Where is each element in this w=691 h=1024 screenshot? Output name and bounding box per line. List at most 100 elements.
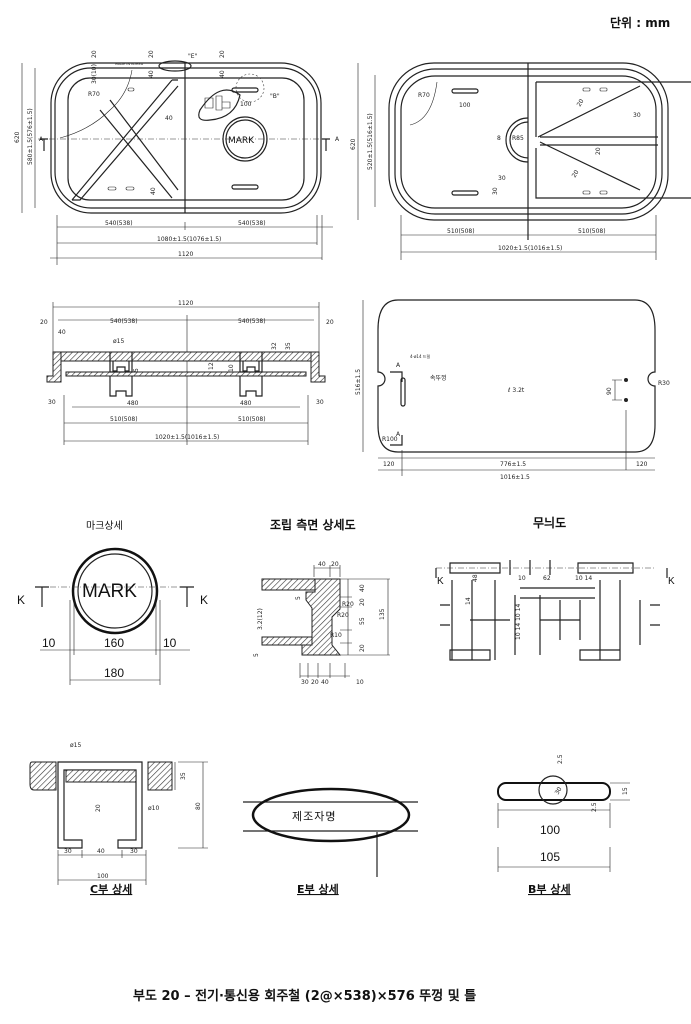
dimension-label: 1020±1.5(1016±1.5): [498, 245, 562, 252]
dimension-label: A: [335, 136, 340, 143]
dimension-label: 20: [91, 50, 98, 58]
dimension-label: 48: [472, 574, 479, 582]
inner-plate-view: A A 4-ø14 드릴 속뚜껑 ℓ 3.2t 90 R30 R100 516±…: [355, 299, 670, 481]
dimension-label: K: [437, 576, 444, 587]
dimension-label: 12: [208, 362, 215, 370]
dimension-label: R100: [382, 436, 398, 443]
dimension-label: 30: [316, 399, 324, 406]
dimension-label: 10: [163, 636, 177, 650]
dimension-label: 516±1.5: [355, 369, 362, 395]
b-part-detail: 2.5 2.5 15 30 100 105 B부 상세: [497, 754, 630, 896]
dimension-label: 520±1.5(516±1.5): [367, 113, 374, 170]
dimension-label: 3.2(12): [257, 608, 264, 630]
dimension-label: 40: [165, 115, 173, 122]
dimension-label: 35: [180, 772, 187, 780]
dimension-label: 10 14: [575, 575, 592, 582]
dimension-label: 40: [321, 679, 329, 686]
dimension-label: 2.5: [557, 754, 564, 764]
dimension-label: 14: [465, 597, 472, 605]
dimension-label: 480: [127, 400, 139, 407]
dimension-label: 35: [285, 342, 292, 350]
dimension-label: 540(538): [238, 220, 266, 227]
dimension-label: 10 14 10 14: [515, 604, 522, 640]
dimension-label: 510(508): [110, 416, 138, 423]
assembly-side-detail: 조립 측면 상세도 40 20 R20 R20 R10 40 20 55 20 …: [253, 517, 390, 686]
dimension-label: MADE IN KOREA: [115, 62, 144, 66]
dimension-label: 620: [350, 138, 357, 150]
dimension-label: "B": [270, 93, 280, 100]
dimension-label: 1120: [178, 251, 193, 258]
dimension-label: 속뚜껑: [430, 374, 447, 382]
figure-caption: 부도 20 – 전기·통신용 회주철 (2@×538)×576 뚜껑 및 틀: [133, 988, 476, 1004]
dimension-label: ø15: [113, 338, 124, 345]
dimension-label: C부 상세: [90, 882, 132, 896]
dimension-label: 30: [554, 786, 564, 796]
dimension-label: K: [668, 576, 675, 587]
dimension-label: 776±1.5: [500, 461, 526, 468]
dimension-label: 40: [150, 187, 157, 195]
dimension-label: "E": [188, 53, 198, 60]
dimension-label: 30: [301, 679, 309, 686]
dimension-label: 1020±1.5(1016±1.5): [155, 434, 219, 441]
e-part-detail: 제조자명 E부 상세: [243, 787, 418, 896]
dimension-label: 10: [518, 575, 526, 582]
dimension-label: 10: [356, 679, 364, 686]
dimension-label: 90: [606, 387, 613, 395]
dimension-label: 100: [540, 823, 560, 837]
dimension-label: 30: [498, 175, 506, 182]
dimension-label: 30: [48, 399, 56, 406]
mark-text: MARK: [228, 136, 255, 146]
dimension-label: 180: [104, 666, 124, 680]
dimension-label: 510(508): [447, 228, 475, 235]
dimension-label: 510(508): [238, 416, 266, 423]
dimension-label: 마크상세: [86, 520, 123, 532]
dimension-label: 5: [253, 653, 260, 657]
dimension-label: 1080±1.5(1076±1.5): [157, 236, 221, 243]
dimension-label: 10: [42, 636, 56, 650]
dimension-label: 580±1.5(576±1.5): [27, 108, 34, 165]
dimension-label: 30: [130, 848, 138, 855]
dimension-label: 30: [492, 187, 499, 195]
dimension-label: 8: [497, 135, 501, 142]
dimension-label: 120: [636, 461, 648, 468]
dimension-label: 480: [240, 400, 252, 407]
dimension-label: 40: [148, 70, 155, 78]
dimension-label: ø10: [148, 805, 159, 812]
dimension-label: R85: [512, 135, 524, 142]
dimension-label: B부 상세: [528, 882, 571, 896]
c-part-detail: ø15 ø10 35 80 20 30 40 30 100 C부 상세: [29, 742, 208, 896]
dimension-label: 40: [359, 584, 366, 592]
dimension-label: 20: [40, 319, 48, 326]
dimension-label: 30(10): [91, 64, 98, 84]
dimension-label: 20: [571, 169, 581, 179]
dimension-label: 40: [97, 848, 105, 855]
dimension-label: 540(538): [105, 220, 133, 227]
dimension-label: E부 상세: [297, 882, 339, 896]
dimension-label: ℓ 3.2t: [507, 387, 525, 394]
dimension-label: K: [17, 593, 25, 607]
dimension-label: R20: [342, 601, 354, 608]
dimension-label: R70: [418, 92, 430, 99]
dimension-label: 40: [318, 561, 326, 568]
dimension-label: R70: [88, 91, 100, 98]
dimension-label: 32: [271, 342, 278, 350]
dimension-label: 55: [359, 617, 366, 625]
mark-detail: 마크상세 MARK K K 10 160 10 180: [17, 520, 208, 685]
dimension-label: 20: [595, 147, 602, 155]
dimension-label: 620: [14, 131, 21, 143]
dimension-label: 20: [359, 644, 366, 652]
dimension-label: 80: [195, 802, 202, 810]
dimension-label: 135: [379, 608, 386, 620]
dimension-label: 105: [540, 850, 560, 864]
dimension-label: 5: [295, 596, 302, 600]
dimension-label: 20: [576, 98, 586, 108]
dimension-label: A: [396, 431, 401, 438]
dimension-label: 30: [64, 848, 72, 855]
dimension-label: 160: [104, 636, 124, 650]
dimension-label: 120: [383, 461, 395, 468]
dimension-label: 20: [326, 319, 334, 326]
dimension-label: 20: [331, 561, 339, 568]
section-view: 1120 20 20 540(538) 540(538) 40 ø15 5 12…: [40, 300, 334, 445]
dimension-label: 540(538): [110, 318, 138, 325]
dimension-label: 100: [240, 101, 252, 108]
